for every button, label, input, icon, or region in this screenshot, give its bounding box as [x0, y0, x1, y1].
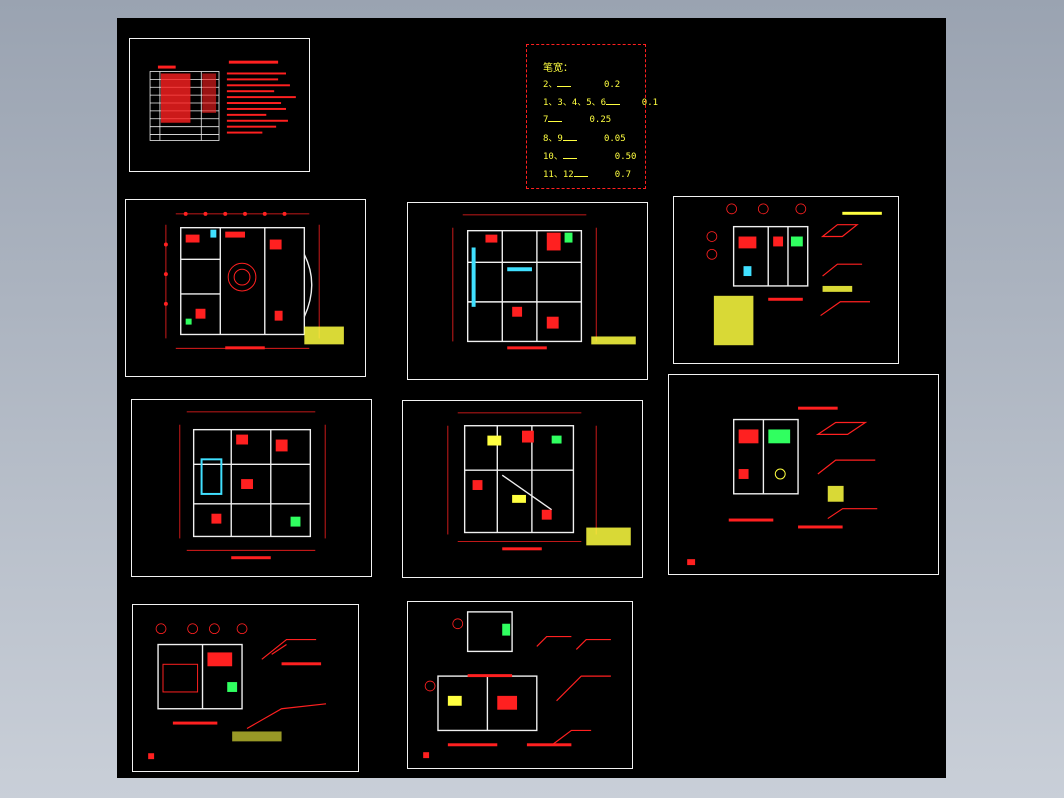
sheet-floor-plan-3[interactable] — [131, 399, 372, 577]
toilet-detail-drawing — [706, 203, 882, 346]
notes-row: 2、 0.2 — [543, 80, 621, 90]
sheet-floor-plan-4[interactable] — [402, 400, 643, 578]
floor-plan-drawing — [163, 211, 344, 350]
sheet-toilet-detail-1[interactable] — [673, 196, 899, 364]
floor-plan-drawing — [179, 411, 326, 560]
toilet-detail-drawing — [423, 611, 611, 759]
toilet-detail-drawing — [687, 406, 878, 566]
notes-row: 8、9 0.05 — [543, 134, 626, 144]
notes-title: 笔宽： — [543, 63, 573, 74]
sheet-floor-plan-1[interactable] — [125, 199, 366, 377]
floor-plan-drawing — [452, 214, 636, 350]
sheet-toilet-detail-4[interactable] — [407, 601, 633, 769]
sheet-toilet-detail-3[interactable] — [132, 604, 359, 772]
notes-row: 11、12 0.7 — [543, 170, 632, 180]
pen-width-notes[interactable]: 笔宽： 2、 0.2 1、3、4、5、6 0.1 7 0.25 8、9 0.05… — [526, 44, 658, 189]
toilet-detail-drawing — [148, 623, 327, 760]
notes-row: 10、 0.50 — [543, 152, 637, 162]
floor-plan-drawing — [447, 412, 631, 551]
notes-row: 1、3、4、5、6 0.1 — [543, 98, 659, 108]
legend-drawing — [149, 60, 296, 141]
sheet-legend[interactable] — [129, 38, 310, 172]
sheet-floor-plan-2[interactable] — [407, 202, 648, 380]
cad-model-space[interactable]: 笔宽： 2、 0.2 1、3、4、5、6 0.1 7 0.25 8、9 0.05… — [117, 18, 946, 778]
notes-row: 7 0.25 — [543, 115, 612, 125]
sheet-toilet-detail-2[interactable] — [668, 374, 939, 575]
